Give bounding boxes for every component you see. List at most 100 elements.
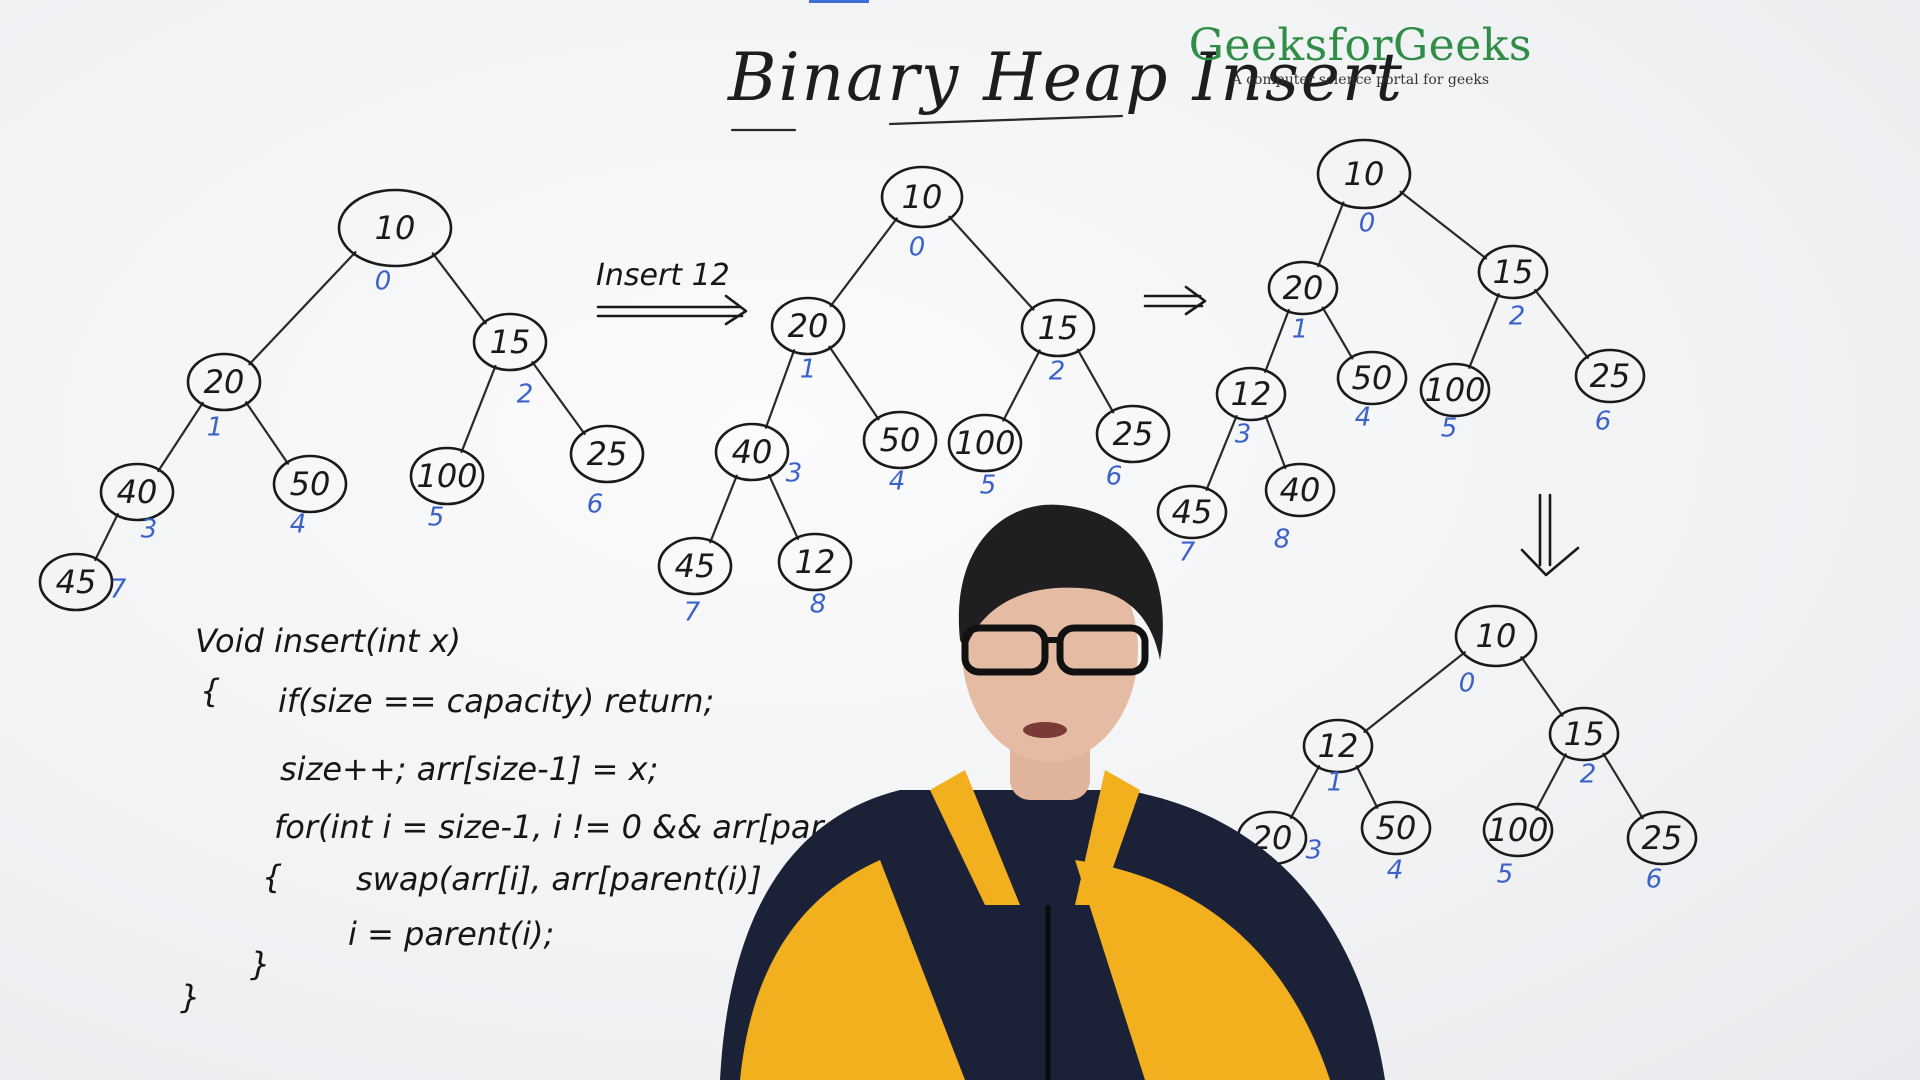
heap-node: 100 xyxy=(880,165,964,263)
insert-label: Insert 12 xyxy=(596,258,730,293)
code-line: } xyxy=(250,945,270,983)
code-line: } xyxy=(180,978,200,1016)
heap-node: 403 xyxy=(99,462,175,545)
tree-edge xyxy=(709,474,738,544)
heap-node: 100 xyxy=(1316,138,1412,239)
code-block: Void insert(int x) { if(size == capacity… xyxy=(180,622,960,1016)
node-index: 0 xyxy=(1459,669,1476,699)
node-value: 20 xyxy=(204,363,245,401)
step-arrow-down xyxy=(1520,493,1580,577)
heap-node: 457 xyxy=(657,536,733,628)
tree-edge xyxy=(1205,414,1238,492)
heap-node: 408 xyxy=(1264,462,1336,555)
node-circle xyxy=(38,552,114,612)
heap-node: 504 xyxy=(862,410,938,497)
code-line: { xyxy=(262,858,282,896)
tree-edge xyxy=(1468,293,1500,369)
node-circle xyxy=(1454,604,1538,668)
tree-edge xyxy=(460,364,497,454)
tree-edge xyxy=(1533,288,1590,360)
node-circle xyxy=(1316,138,1412,210)
node-circle xyxy=(1482,802,1554,858)
tree-edge xyxy=(1520,656,1564,717)
tree-edge xyxy=(1355,765,1379,809)
node-index: 5 xyxy=(1497,860,1514,890)
node-circle xyxy=(272,454,348,514)
node-circle xyxy=(1336,350,1408,406)
node-circle xyxy=(714,422,790,482)
node-index: 1 xyxy=(1292,315,1309,345)
heap-node: 152 xyxy=(1020,298,1096,387)
node-value: 45 xyxy=(675,547,716,585)
heap-node: 457 xyxy=(1156,484,1228,568)
node-index: 0 xyxy=(375,267,392,297)
node-index: 6 xyxy=(1106,462,1123,492)
node-index: 5 xyxy=(1441,414,1458,444)
heap-node: 256 xyxy=(1095,404,1171,492)
heap-node: 152 xyxy=(1477,244,1549,332)
node-index: 6 xyxy=(587,490,604,520)
node-circle xyxy=(1264,462,1336,518)
node-index: 1 xyxy=(1327,768,1344,798)
heap-node: 152 xyxy=(472,312,548,410)
code-line: swap(arr[i], arr[parent(i)] xyxy=(356,860,762,898)
code-line: Void insert(int x) xyxy=(195,622,461,660)
node-circle xyxy=(1302,718,1374,774)
node-circle xyxy=(1267,260,1339,316)
heap-node: 123 xyxy=(1215,366,1287,450)
node-index: 2 xyxy=(1049,357,1066,387)
tree-edge xyxy=(1535,753,1567,811)
heap-node: 504 xyxy=(272,454,348,540)
heap-node: 256 xyxy=(1626,810,1698,895)
tree-edge xyxy=(94,512,119,562)
node-value: 10 xyxy=(1344,155,1385,193)
node-circle xyxy=(1095,404,1171,464)
node-value: 20 xyxy=(788,307,829,345)
heap-node: 100 xyxy=(1454,604,1538,699)
node-index: 7 xyxy=(110,575,127,605)
node-circle xyxy=(337,188,453,268)
code-line: { xyxy=(200,672,220,710)
node-circle xyxy=(472,312,548,372)
node-value: 15 xyxy=(1564,715,1605,753)
tree-edge xyxy=(1076,348,1115,414)
node-index: 1 xyxy=(207,413,224,443)
tree-edge xyxy=(157,401,204,473)
node-circle xyxy=(1574,348,1646,404)
node-value: 50 xyxy=(1352,359,1393,397)
node-index: 4 xyxy=(1355,403,1372,433)
heap-node: 201 xyxy=(1267,260,1339,345)
code-line: size++; arr[size-1] = x; xyxy=(280,750,658,788)
code-line: if(size == capacity) return; xyxy=(278,682,714,720)
node-circle xyxy=(770,296,846,356)
tree-edge xyxy=(767,473,800,541)
tree-edge xyxy=(829,217,898,308)
tree-edge xyxy=(248,251,357,366)
insert-arrow xyxy=(596,294,748,326)
tree-edge xyxy=(828,345,880,421)
node-circle xyxy=(569,424,645,484)
code-line: i = parent(i); xyxy=(348,915,554,953)
tree-edge xyxy=(948,215,1035,311)
node-index: 2 xyxy=(517,380,534,410)
node-value: 45 xyxy=(1172,493,1213,531)
node-value: 10 xyxy=(1476,617,1517,655)
node-value: 40 xyxy=(1280,471,1321,509)
heap-node: 201 xyxy=(186,352,262,443)
tree-edge xyxy=(1264,309,1290,373)
heap-node: 256 xyxy=(1574,348,1646,437)
heap-node: 403 xyxy=(714,422,802,489)
node-circle xyxy=(657,536,733,596)
title-underline-right xyxy=(888,114,1124,126)
heap-node: 152 xyxy=(1548,706,1620,790)
heap-node: 504 xyxy=(1360,800,1432,886)
tree-edge xyxy=(431,252,487,325)
node-value: 12 xyxy=(795,543,836,581)
